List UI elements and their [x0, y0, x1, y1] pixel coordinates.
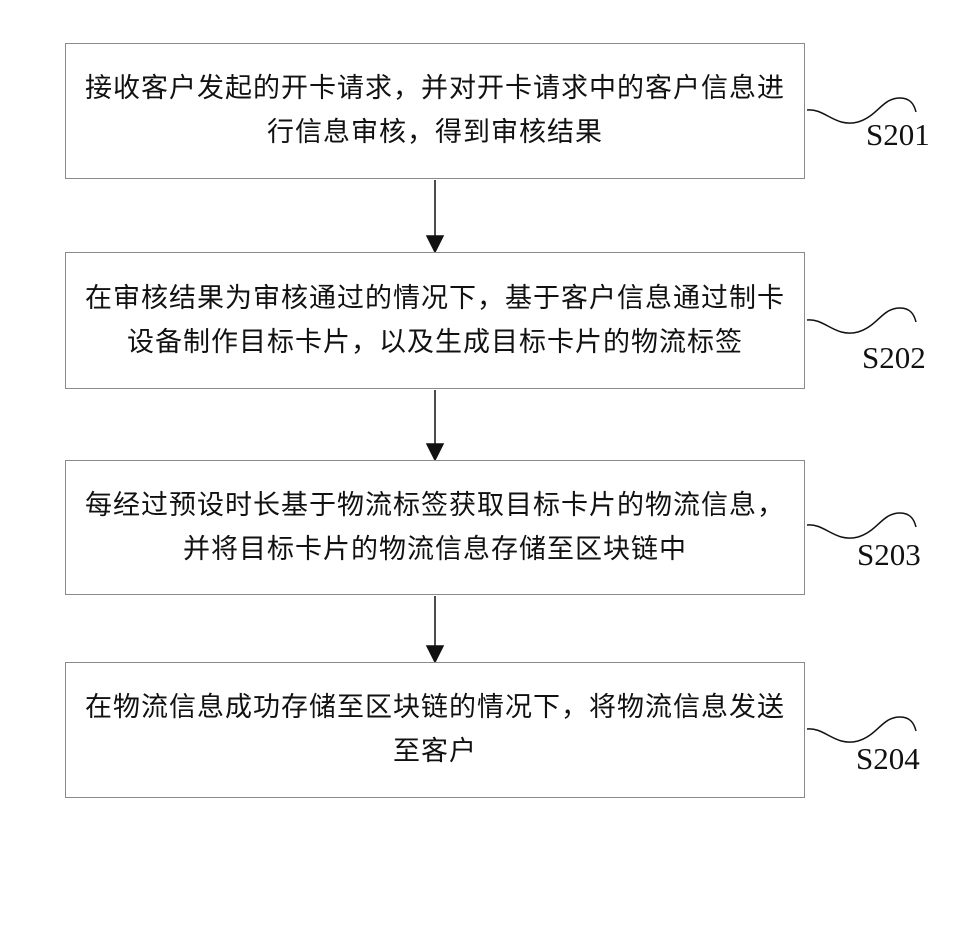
step-box-s203: 每经过预设时长基于物流标签获取目标卡片的物流信息，并将目标卡片的物流信息存储至区… — [65, 460, 805, 595]
step-label-s204: S204 — [856, 742, 920, 776]
arrowhead-s202 — [427, 236, 443, 252]
leader-line-s204 — [807, 717, 916, 742]
step-label-s201: S201 — [866, 118, 930, 152]
step-text-s204: 在物流信息成功存储至区块链的情况下，将物流信息发送至客户 — [85, 686, 785, 774]
step-box-s202: 在审核结果为审核通过的情况下，基于客户信息通过制卡设备制作目标卡片，以及生成目标… — [65, 252, 805, 389]
step-text-s202: 在审核结果为审核通过的情况下，基于客户信息通过制卡设备制作目标卡片，以及生成目标… — [85, 277, 785, 365]
step-box-s201: 接收客户发起的开卡请求，并对开卡请求中的客户信息进行信息审核，得到审核结果 — [65, 43, 805, 179]
step-box-s204: 在物流信息成功存储至区块链的情况下，将物流信息发送至客户 — [65, 662, 805, 798]
step-label-s202: S202 — [862, 341, 926, 375]
arrowhead-s204 — [427, 646, 443, 662]
step-label-s203: S203 — [857, 538, 921, 572]
step-text-s201: 接收客户发起的开卡请求，并对开卡请求中的客户信息进行信息审核，得到审核结果 — [85, 67, 785, 155]
step-text-s203: 每经过预设时长基于物流标签获取目标卡片的物流信息，并将目标卡片的物流信息存储至区… — [85, 484, 785, 572]
arrowhead-s203 — [427, 444, 443, 460]
leader-line-s202 — [807, 308, 916, 333]
leader-line-s203 — [807, 513, 916, 538]
